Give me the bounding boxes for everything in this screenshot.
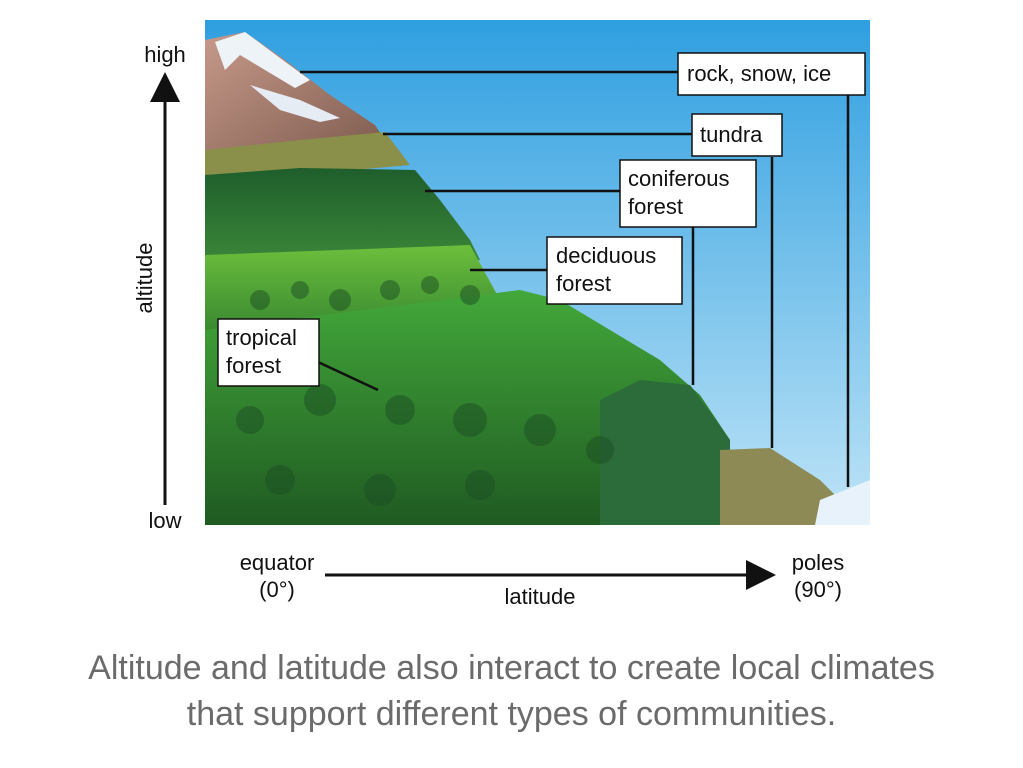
label-tropical-text-2: forest: [226, 353, 281, 378]
label-deciduous-text-1: deciduous: [556, 243, 656, 268]
label-coniferous-text-1: coniferous: [628, 166, 730, 191]
snow-cap: [215, 32, 310, 88]
label-coniferous-text-2: forest: [628, 194, 683, 219]
leader-tropical: [317, 360, 379, 392]
y-axis-low-label: low: [148, 508, 181, 533]
polar-tundra: [720, 448, 840, 525]
biome-diagram: high low altitude equator (0°) poles (90…: [132, 20, 870, 609]
label-rock-text: rock, snow, ice: [687, 61, 831, 86]
y-axis-title: altitude: [132, 243, 157, 314]
x-axis-title: latitude: [505, 584, 576, 609]
tree-texture: [236, 276, 614, 506]
tundra-zone: [205, 132, 410, 180]
label-rock-snow-ice: rock, snow, ice: [677, 52, 866, 96]
caption-line-2: that support different types of communit…: [186, 695, 837, 733]
label-coniferous-forest: coniferous forest: [619, 159, 757, 228]
polar-ice: [815, 480, 870, 525]
latitude-axis: equator (0°) poles (90°) latitude: [240, 550, 845, 609]
x-axis-right-label-2: (90°): [794, 577, 842, 602]
rock-snow-ice-zone: [205, 32, 385, 160]
label-tundra: tundra: [691, 113, 783, 157]
label-deciduous-text-2: forest: [556, 271, 611, 296]
altitude-axis: high low altitude: [132, 42, 186, 533]
snow-streak: [250, 85, 340, 122]
x-axis-right-label-1: poles: [792, 550, 845, 575]
label-tropical-forest: tropical forest: [217, 318, 320, 387]
x-axis-left-label-1: equator: [240, 550, 315, 575]
label-tropical-text-1: tropical: [226, 325, 297, 350]
leader-lines: [300, 70, 850, 487]
coniferous-forest-zone: [205, 168, 480, 270]
biome-illustration: [205, 20, 870, 525]
y-axis-high-label: high: [144, 42, 186, 67]
polar-conifers: [600, 380, 730, 525]
label-tundra-text: tundra: [700, 122, 763, 147]
label-deciduous-forest: deciduous forest: [546, 236, 683, 305]
caption-line-1: Altitude and latitude also interact to c…: [88, 649, 935, 687]
x-axis-left-label-2: (0°): [259, 577, 295, 602]
